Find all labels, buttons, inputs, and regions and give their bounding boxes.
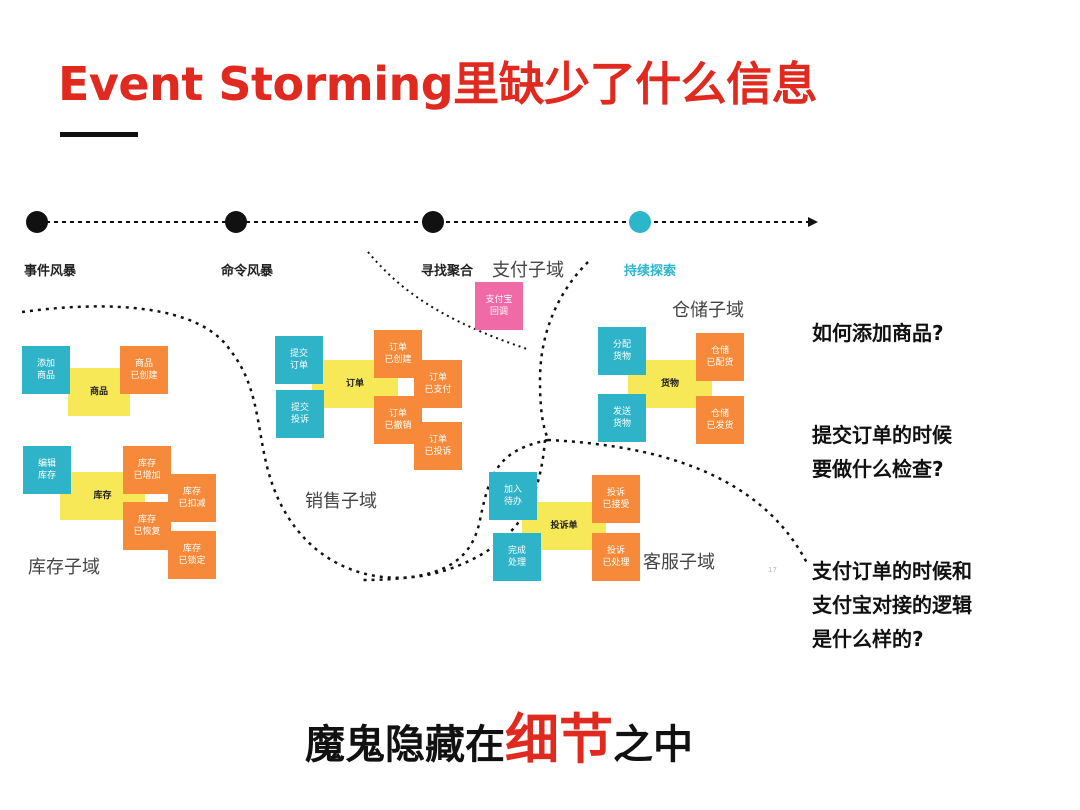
question-item: 支付订单的时候和 支付宝对接的逻辑 是什么样的?	[812, 559, 972, 651]
boundary-payment-warehouse	[538, 261, 589, 441]
command-note: 完成 处理	[493, 533, 541, 581]
question-item: 如何添加商品?	[812, 321, 944, 345]
event-note: 仓储 已配货	[696, 333, 744, 381]
stage-command-storming: 命令风暴	[221, 264, 274, 279]
event-note: 投诉 已处理	[592, 533, 640, 581]
boundary-sales-payment	[367, 251, 531, 351]
timeline-node-3	[422, 211, 444, 233]
event-note: 投诉 已接受	[592, 475, 640, 523]
command-note: 添加 商品	[22, 346, 70, 394]
event-note: 库存 已增加	[123, 446, 171, 494]
command-note: 提交 订单	[275, 336, 323, 384]
boundary-inventory-sales	[21, 305, 547, 580]
policy-note: 支付宝 回调	[475, 282, 523, 330]
event-note: 商品 已创建	[120, 346, 168, 394]
command-note: 发送 货物	[598, 394, 646, 442]
stage-find-aggregates: 寻找聚合	[421, 264, 474, 279]
event-note: 仓储 已发货	[696, 396, 744, 444]
subdomain-label-sales: 销售子域	[305, 491, 377, 512]
footer-slogan: 魔鬼隐藏在细节之中	[305, 695, 693, 774]
command-note: 分配 货物	[598, 327, 646, 375]
question-item: 提交订单的时候 要做什么检查?	[812, 423, 952, 481]
timeline-arrow-icon	[808, 217, 818, 227]
command-note: 加入 待办	[489, 472, 537, 520]
timeline-node-1	[26, 211, 48, 233]
command-note: 编辑 库存	[23, 446, 71, 494]
timeline-node-4	[629, 211, 651, 233]
boundary-service	[359, 438, 549, 582]
boundary-warehouse-service	[547, 438, 810, 566]
subdomain-label-warehouse: 仓储子域	[672, 300, 744, 321]
slogan-prefix: 魔鬼隐藏在	[305, 722, 505, 768]
event-note: 订单 已投诉	[414, 422, 462, 470]
event-note: 库存 已锁定	[168, 531, 216, 579]
slogan-suffix: 之中	[613, 722, 693, 768]
event-note: 订单 已支付	[414, 360, 462, 408]
title-underline	[60, 132, 138, 137]
subdomain-label-service: 客服子域	[643, 552, 715, 573]
event-note: 库存 已扣减	[168, 474, 216, 522]
aggregate-note: 商品	[68, 368, 130, 416]
command-note: 提交 投诉	[276, 390, 324, 438]
stage-event-storming: 事件风暴	[24, 264, 77, 279]
page-number: 17	[768, 566, 777, 574]
slide-title: Event Storming里缺少了什么信息	[58, 57, 818, 111]
slogan-highlight: 细节	[505, 708, 613, 771]
event-note: 库存 已恢复	[123, 502, 171, 550]
timeline-node-2	[225, 211, 247, 233]
subdomain-label-payment: 支付子域	[492, 260, 564, 281]
stage-continuous-exploration: 持续探索	[624, 264, 677, 279]
questions-list: 如何添加商品? 提交订单的时候 要做什么检查? 支付订单的时候和 支付宝对接的逻…	[812, 282, 972, 690]
subdomain-label-inventory: 库存子域	[28, 557, 100, 578]
